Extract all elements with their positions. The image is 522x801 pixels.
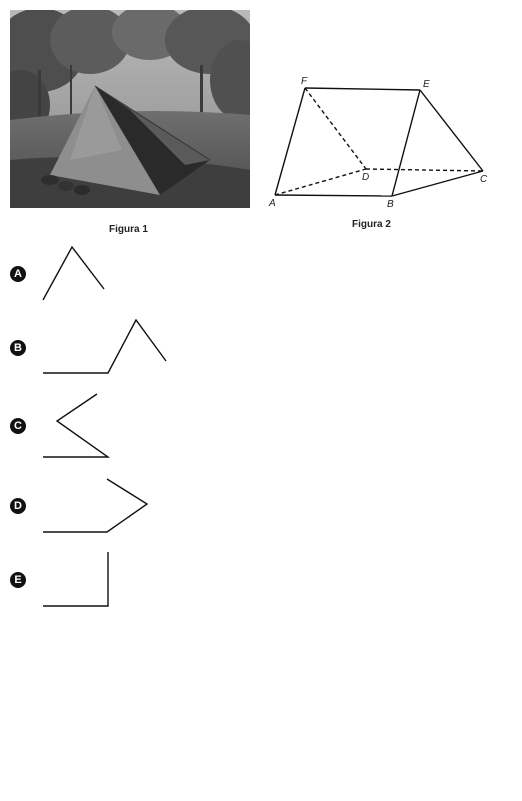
edge-BC [391, 170, 484, 197]
option-a[interactable]: A [0, 240, 260, 310]
option-letter-badge: B [10, 340, 26, 356]
option-d-shape [43, 478, 149, 533]
option-c-shape [43, 393, 111, 458]
option-e[interactable]: E [0, 547, 260, 617]
option-letter-badge: D [10, 498, 26, 514]
prism-diagram-svg: F E A B C D [268, 76, 488, 210]
vertex-label-E: E [423, 79, 430, 90]
edge-DC [365, 168, 484, 172]
vertex-label-D: D [362, 172, 369, 183]
option-letter-badge: C [10, 418, 26, 434]
prism-diagram: F E A B C D [265, 75, 495, 210]
option-letter-badge: E [10, 572, 26, 588]
edge-FD [304, 87, 367, 170]
vertex-label-C: C [480, 174, 488, 185]
vertex-label-B: B [387, 199, 394, 210]
tent-photo [10, 10, 250, 208]
figure2-caption: Figura 2 [352, 219, 391, 230]
edge-FA [274, 87, 306, 196]
edge-EB [391, 89, 421, 197]
option-a-shape [42, 245, 105, 301]
edge-AD [274, 168, 367, 196]
option-b-shape [43, 318, 167, 374]
option-letter-badge: A [10, 266, 26, 282]
option-d[interactable]: D [0, 470, 260, 540]
vertex-label-A: A [268, 198, 276, 209]
edge-FE [304, 87, 421, 91]
figure1-caption: Figura 1 [109, 224, 148, 235]
option-e-shape [43, 552, 109, 607]
option-b[interactable]: B [0, 312, 260, 382]
tent-photo-illustration [10, 10, 250, 208]
option-c[interactable]: C [0, 388, 260, 458]
edge-EC [419, 89, 484, 172]
edge-AB [274, 194, 393, 197]
vertex-label-F: F [301, 76, 308, 87]
